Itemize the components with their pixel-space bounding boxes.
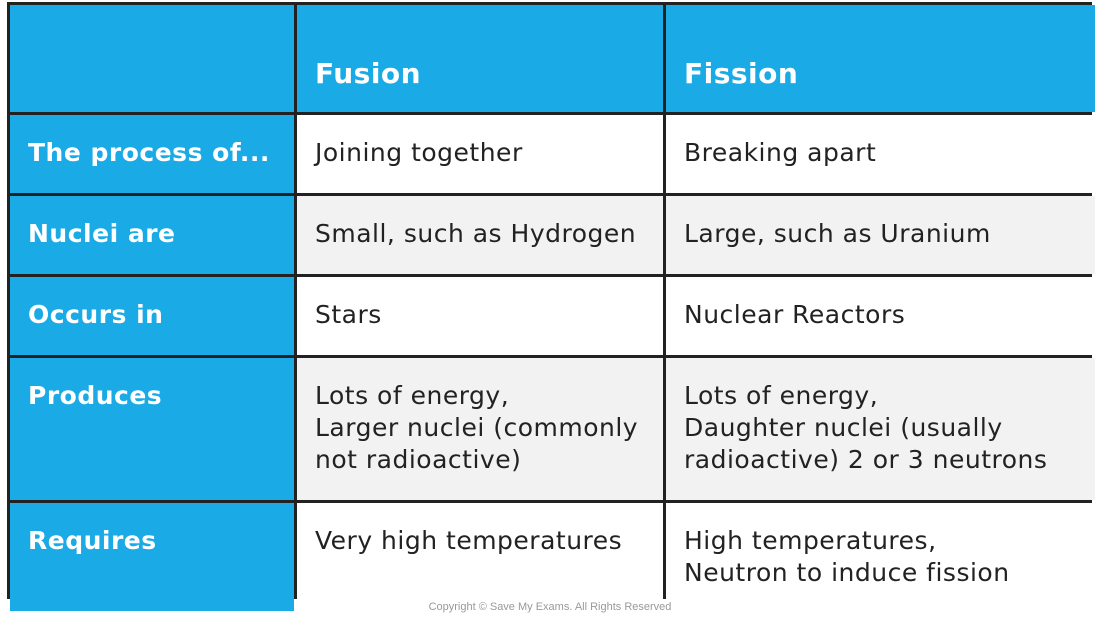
row-label-nuclei: Nuclei are: [10, 196, 294, 274]
header-fission: Fission: [666, 5, 1095, 112]
cell-fission-produces: Lots of energy, Daughter nuclei (usually…: [666, 358, 1095, 500]
cell-fusion-process: Joining together: [297, 115, 663, 193]
cell-fusion-nuclei: Small, such as Hydrogen: [297, 196, 663, 274]
cell-fusion-produces: Lots of energy, Larger nuclei (commonly …: [297, 358, 663, 500]
row-label-produces: Produces: [10, 358, 294, 500]
cell-fission-nuclei: Large, such as Uranium: [666, 196, 1095, 274]
header-fusion: Fusion: [297, 5, 663, 112]
cell-fission-process: Breaking apart: [666, 115, 1095, 193]
row-label-requires: Requires: [10, 503, 294, 611]
cell-fission-requires: High temperatures, Neutron to induce fis…: [666, 503, 1095, 611]
cell-fusion-occurs: Stars: [297, 277, 663, 355]
fusion-fission-table: Fusion Fission The process of... Joining…: [7, 2, 1095, 611]
header-corner: [10, 5, 294, 112]
row-label-occurs: Occurs in: [10, 277, 294, 355]
row-label-process: The process of...: [10, 115, 294, 193]
cell-fusion-requires: Very high temperatures: [297, 503, 663, 611]
cell-fission-occurs: Nuclear Reactors: [666, 277, 1095, 355]
copyright-notice: Copyright © Save My Exams. All Rights Re…: [428, 601, 672, 613]
